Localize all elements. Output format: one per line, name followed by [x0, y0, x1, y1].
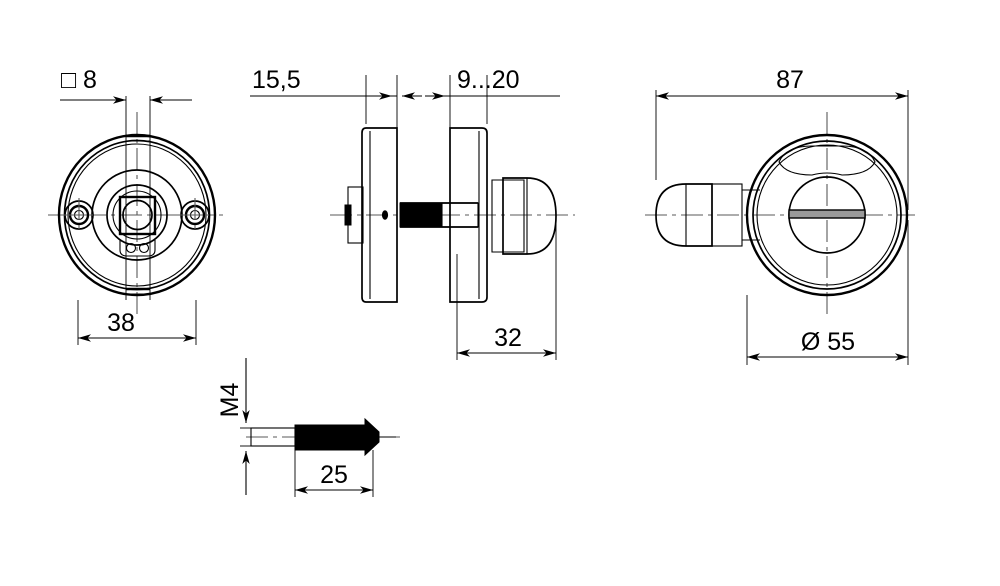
d32-label: 32 [494, 324, 522, 352]
turn-slot [788, 209, 866, 219]
spindle-bore-circle [122, 199, 153, 231]
side-view-fastener-dot [381, 210, 389, 220]
rear-rosette-bevel [756, 144, 898, 286]
lug-hole-left [125, 242, 137, 254]
thumbturn-lever [655, 183, 713, 247]
d155-label: 15,5 [252, 66, 301, 94]
lug-hole-right [138, 242, 150, 254]
dimension-25: 25 [294, 450, 374, 497]
square8-label: □ 8 [61, 66, 97, 94]
dimension-15-5: 15,5 [250, 66, 422, 100]
dimension-32: 32 [456, 216, 557, 360]
rear-rosette-mid [752, 140, 902, 290]
rosette-plate-left [361, 127, 398, 303]
thumbturn-lever-neck [711, 183, 743, 247]
rear-rosette-outer [745, 133, 909, 297]
rosette-spindle-collar [106, 184, 168, 246]
dimension-87: 87 [655, 66, 909, 210]
square-spindle-hole [118, 195, 157, 236]
front-view: □ 8 38 [48, 66, 228, 345]
m4-label: M4 [216, 383, 244, 418]
indicator-arc-slot [778, 145, 876, 176]
rear-view: 87 Ø 55 [645, 66, 915, 365]
screw-thread-body [294, 424, 366, 451]
dimension-m4: M4 [216, 358, 251, 495]
rosette-left-tab-tip [344, 204, 352, 226]
dimension-diameter-55: Ø 55 [746, 220, 909, 365]
rosette-spindle-collar-inner [112, 190, 162, 240]
side-view: 15,5 9...20 32 [250, 66, 575, 360]
d25-label: 25 [320, 461, 348, 489]
lower-lug-outline [119, 240, 156, 257]
d38-label: 38 [107, 309, 135, 337]
dimension-38: 38 [77, 300, 197, 345]
d920-label: 9...20 [457, 66, 520, 94]
screw-head [364, 417, 380, 457]
dimension-9-20: 9...20 [425, 66, 560, 100]
d87-label: 87 [776, 66, 804, 94]
thumbturn-collar [491, 179, 525, 253]
spindle-black-segment [399, 202, 443, 228]
dia55-label: Ø 55 [801, 328, 855, 356]
screw-detail: M4 25 [216, 358, 400, 497]
rosette-plate-right [449, 127, 488, 303]
dimension-square-8: □ 8 [60, 66, 192, 104]
